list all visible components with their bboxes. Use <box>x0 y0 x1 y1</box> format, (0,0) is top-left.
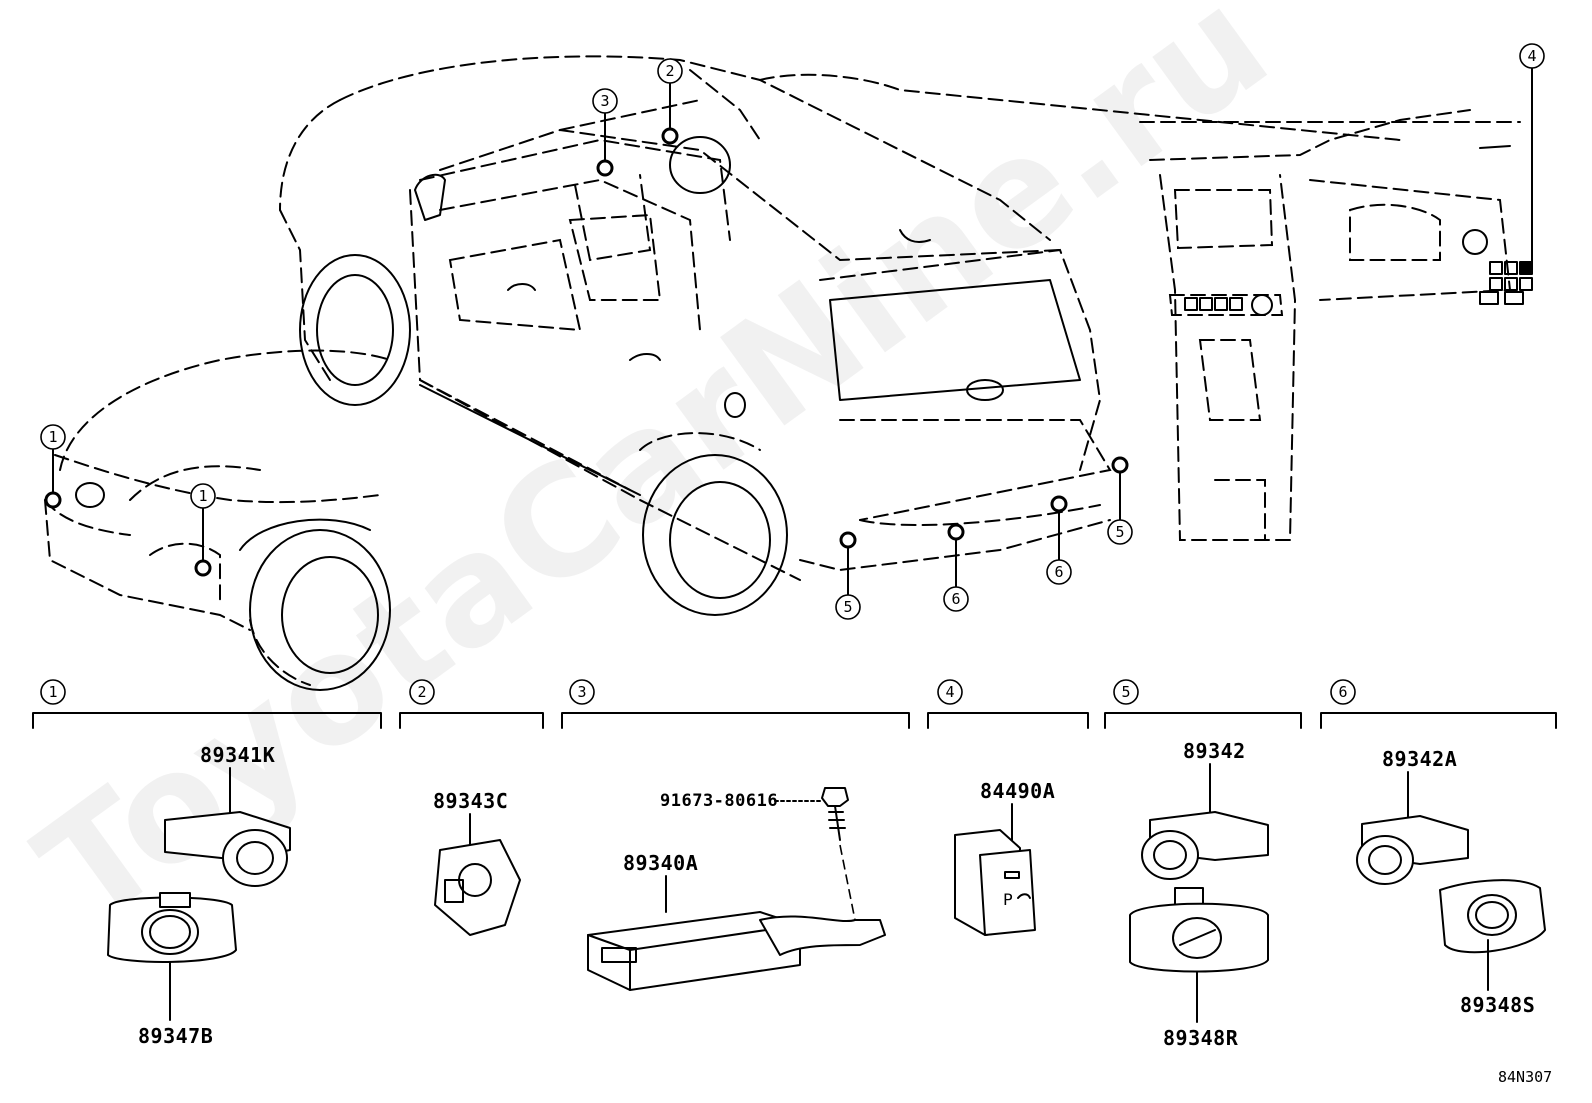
svg-text:5: 5 <box>843 598 852 616</box>
svg-text:6: 6 <box>1338 683 1347 701</box>
group-6-index: 6 <box>1330 679 1356 705</box>
bolt-91673-80616-illustration <box>821 787 849 841</box>
sensor-location-marker <box>1050 495 1068 513</box>
ecu-location-marker <box>596 159 614 177</box>
group-2-index: 2 <box>409 679 435 705</box>
part-number-89342A: 89342A <box>1382 747 1457 771</box>
part-number-89341K: 89341K <box>200 743 275 767</box>
part-number-89348S: 89348S <box>1460 993 1535 1017</box>
svg-text:2: 2 <box>665 62 674 80</box>
group-3-bracket <box>561 712 910 729</box>
sensor-location-marker <box>1111 456 1129 474</box>
sensor-location-marker <box>194 559 212 577</box>
part-number-89343C: 89343C <box>433 789 508 813</box>
group-4-parts: 84490A P <box>954 779 1055 936</box>
group-5-bracket <box>1104 712 1302 729</box>
part-number-89348R: 89348R <box>1163 1026 1239 1050</box>
sensor-location-marker <box>839 531 857 549</box>
bezel-89348R-illustration <box>1129 887 1269 973</box>
group-5-index: 5 <box>1113 679 1139 705</box>
svg-text:3: 3 <box>577 683 586 701</box>
group-6-parts: 89342A 89348S <box>1356 747 1546 1017</box>
svg-text:6: 6 <box>1054 563 1063 581</box>
sensor-89342-illustration <box>1141 811 1269 880</box>
svg-text:1: 1 <box>48 428 57 446</box>
group-1-index: 1 <box>40 679 66 705</box>
group-2-parts: 89343C <box>433 789 521 936</box>
callout-1-front-right: 1 <box>190 483 216 509</box>
sensor-location-marker <box>661 127 679 145</box>
part-number-89340A: 89340A <box>623 851 698 875</box>
svg-text:6: 6 <box>951 590 960 608</box>
svg-text:4: 4 <box>1527 47 1536 65</box>
callout-5-rear-right: 5 <box>1107 519 1133 545</box>
group-2-bracket <box>399 712 544 729</box>
svg-text:1: 1 <box>198 487 207 505</box>
sensor-location-marker <box>947 523 965 541</box>
bezel-89347B-illustration <box>107 892 237 963</box>
svg-text:3: 3 <box>600 92 609 110</box>
svg-text:5: 5 <box>1115 523 1124 541</box>
p-sensor-icon: P <box>1003 890 1013 909</box>
group-4-index: 4 <box>937 679 963 705</box>
svg-text:1: 1 <box>48 683 57 701</box>
callout-2: 2 <box>657 58 683 84</box>
switch-84490A-illustration: P <box>954 829 1036 936</box>
group-3-index: 3 <box>569 679 595 705</box>
ecu-89340A-illustration <box>587 911 886 991</box>
part-number-84490A: 84490A <box>980 779 1055 803</box>
callout-6-rear-center-left: 6 <box>943 586 969 612</box>
sensor-89342A-illustration <box>1356 815 1469 885</box>
part-number-89342: 89342 <box>1183 739 1246 763</box>
group-3-parts: 91673-80616 89340A <box>587 787 886 991</box>
group-4-bracket <box>927 712 1089 729</box>
svg-text:2: 2 <box>417 683 426 701</box>
part-number-89347B: 89347B <box>138 1024 213 1048</box>
svg-text:5: 5 <box>1121 683 1130 701</box>
rear-vehicle-illustration <box>279 55 1401 616</box>
group-1-bracket <box>32 712 382 729</box>
sensor-89341K-illustration <box>164 811 291 887</box>
group-5-parts: 89342 89348R <box>1129 739 1269 1050</box>
svg-text:4: 4 <box>945 683 954 701</box>
callout-5-rear-left: 5 <box>835 594 861 620</box>
dashboard-illustration <box>1139 109 1533 541</box>
callout-3: 3 <box>592 88 618 114</box>
callout-6-rear-center-right: 6 <box>1046 559 1072 585</box>
bezel-89348S-illustration <box>1439 879 1546 954</box>
callout-1-front-left: 1 <box>40 424 66 450</box>
sensor-location-marker <box>44 491 62 509</box>
group-6-bracket <box>1320 712 1557 729</box>
diagram-code: 84N307 <box>1498 1068 1552 1086</box>
callout-4: 4 <box>1519 43 1545 69</box>
vehicle-callouts: 1 1 2 3 4 5 5 6 6 <box>40 43 1545 620</box>
group-headers: 1 2 3 4 5 6 <box>32 679 1557 729</box>
part-number-91673-80616: 91673-80616 <box>660 791 778 811</box>
sensor-89343C-illustration <box>434 839 521 936</box>
group-1-parts: 89341K 89347B <box>107 743 291 1048</box>
